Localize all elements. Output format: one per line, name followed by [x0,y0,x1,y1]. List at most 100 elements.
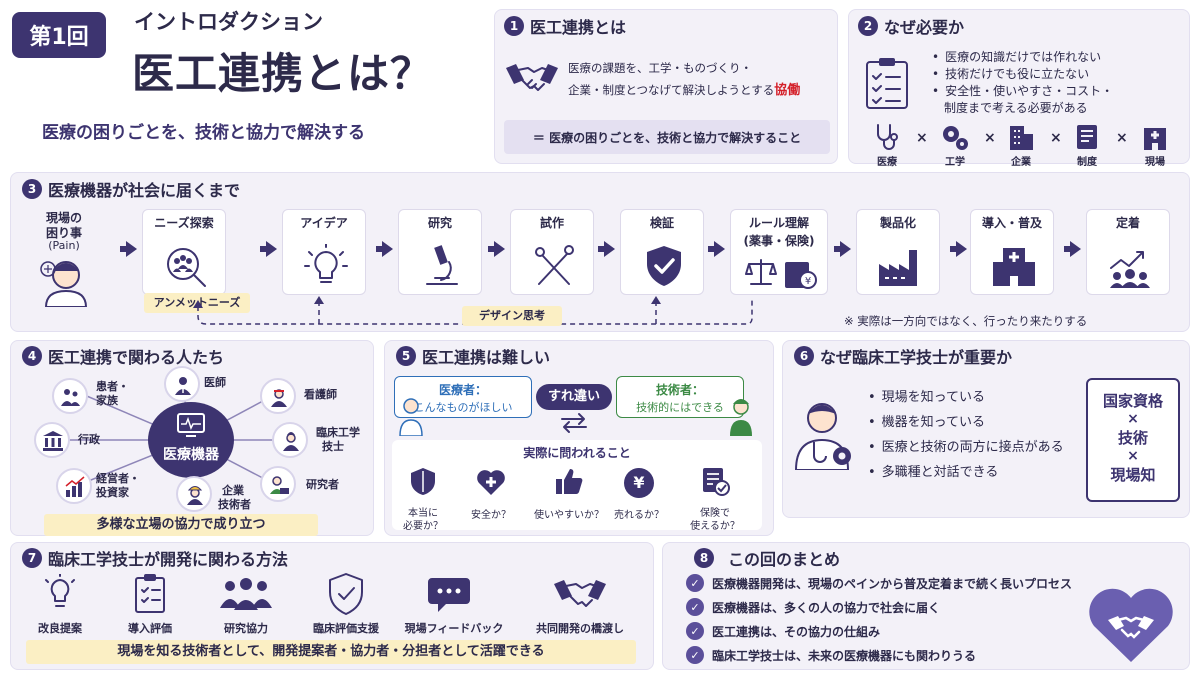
summary-item-1: ✓医療機器開発は、現場のペインから普及定着まで続く長いプロセス [686,574,1072,592]
section-1-number: 1 [504,16,524,36]
section-3-header: 3 医療機器が社会に届くまで [22,177,240,201]
section-4-title: 医工連携で関わる人たち [48,348,225,367]
s2-item-system: 制度 [1077,157,1097,168]
manager-node [56,468,92,504]
center-medical-device: 医療機器 [148,402,234,478]
summary-text-1: 医療機器開発は、現場のペインから普及定着まで続く長いプロセス [712,576,1073,591]
shield-question-icon [411,468,435,495]
government-building-icon [43,431,63,451]
flow-arrow-9 [1064,241,1081,257]
s6-bullet-2: 機器を知っている [868,411,985,430]
s6-bullet-1: 現場を知っている [868,386,985,405]
section-7-number: 7 [22,548,42,568]
section-4-number: 4 [22,346,42,366]
step-rules: ルール理解 (薬事・保険) ¥ [730,209,828,295]
step-pain: 現場の 困り事 (Pain) [20,209,108,309]
research-team-icon [220,578,272,610]
medical-role: 医療者： [438,383,487,397]
section-8-header: 8 この回のまとめ [694,546,840,570]
s7-bar: 現場を知る技術者として、開発提案者・協力者・分担者として活躍できる [26,640,636,664]
factory-icon [879,250,917,286]
monitor-icon [177,413,205,437]
step-productize-label: 製品化 [879,216,916,230]
step-verify-label: 検証 [649,216,674,230]
s7-item-eval: 導入評価 [128,622,172,635]
technician-icon [283,432,299,451]
worried-person-icon [40,261,88,307]
section-2-number: 2 [858,16,878,36]
clipboard-checklist-icon [866,58,908,109]
step-adopt: 導入・普及 [970,209,1054,295]
flow-arrow-8 [950,241,967,257]
center-label: 医療機器 [163,447,219,463]
tech-role: 技術者： [655,383,704,397]
summary-text-3: 医工連携は、その協力の仕組み [712,624,881,639]
nurse-label: 看護師 [304,388,337,401]
feedback-chat-icon [428,578,470,612]
q4-line1: 売れるか？ [614,510,664,521]
step-prototype: 試作 [510,209,594,295]
s1-definition-line2: 企業・制度とつなげて解決しようとする協働 [568,79,800,98]
section-2-title: なぜ必要か [884,18,965,37]
family-icon [61,389,80,406]
chart-growth-icon [65,476,85,497]
section-6-title: なぜ臨床工学技士が重要か [820,348,1013,367]
flow-arrow-5 [598,241,615,257]
flow-arrow-3 [376,241,393,257]
mismatch-badge: すれ違い [536,384,612,410]
q2-line1: 安全か？ [471,510,511,521]
section-8-number: 8 [694,548,714,568]
q1-line1: 本当に [408,508,438,519]
researcher-node [260,466,296,502]
check-icon: ✓ [686,622,704,640]
page-subtitle: イントロダクション [134,10,323,34]
admin-label: 行政 [78,433,100,446]
flow-arrow-2 [260,241,277,257]
step-idea: アイデア [282,209,366,295]
ce-label: 臨床工学 [316,426,360,439]
section-5-title: 医工連携は難しい [422,348,551,367]
tech-say: 技術的にはできる [636,401,724,414]
section-6-number: 6 [794,346,814,366]
evaluation-clipboard-icon [135,574,165,613]
patient-label-2: 家族 [96,394,118,407]
summary-text-2: 医療機器は、多くの人の協力で社会に届く [712,600,941,615]
s4-bar: 多様な立場の協力で成り立つ [44,514,318,536]
tech-speech-bubble: 技術者： 技術的にはできる [616,376,744,418]
manager-label-2: 投資家 [96,486,129,499]
section-2-header: 2 なぜ必要か [858,14,964,38]
summary-item-4: ✓臨床工学技士は、未来の医療機器にも関わりうる [686,646,976,664]
patient-node [52,378,88,414]
s6-bullet-4: 多職種と対話できる [868,461,999,480]
microscope-icon [426,245,458,285]
flow-arrow-1 [120,241,137,257]
section-1-title: 医工連携とは [530,18,627,37]
researcher-label: 研究者 [306,478,339,491]
scales-icon [745,259,777,285]
step-research-label: 研究 [427,216,452,230]
step-productize: 製品化 [856,209,940,295]
check-icon: ✓ [686,646,704,664]
design-thinking-label: デザイン思考 [462,306,562,326]
svg-text:¥: ¥ [805,276,811,287]
medical-say: こんなものがほしい [413,401,513,414]
doctor-figure-icon [399,398,423,436]
gears-icon [943,126,968,150]
company-building-icon [1010,126,1033,150]
growth-people-icon [1110,251,1150,288]
section-8-title: この回のまとめ [728,550,841,569]
regulation-document-icon [1077,125,1097,149]
step-prototype-label: 試作 [539,216,564,230]
summary-item-3: ✓ 医工連携は、その協力の仕組み [686,622,880,640]
lightbulb-icon [304,244,348,283]
q5-line1: 保険で [700,508,730,519]
step-needs-label: ニーズ探索 [154,216,214,230]
insurance-card-icon: ¥ [785,262,817,289]
section-3-number: 3 [22,179,42,199]
hospital-building-icon [993,248,1035,286]
questions-title: 実際に問われること [523,446,631,460]
page-tagline: 医療の困りごとを、技術と協力で解決する [42,123,365,143]
section-3-title: 医療機器が社会に届くまで [48,181,241,200]
engineer-node [176,476,212,512]
